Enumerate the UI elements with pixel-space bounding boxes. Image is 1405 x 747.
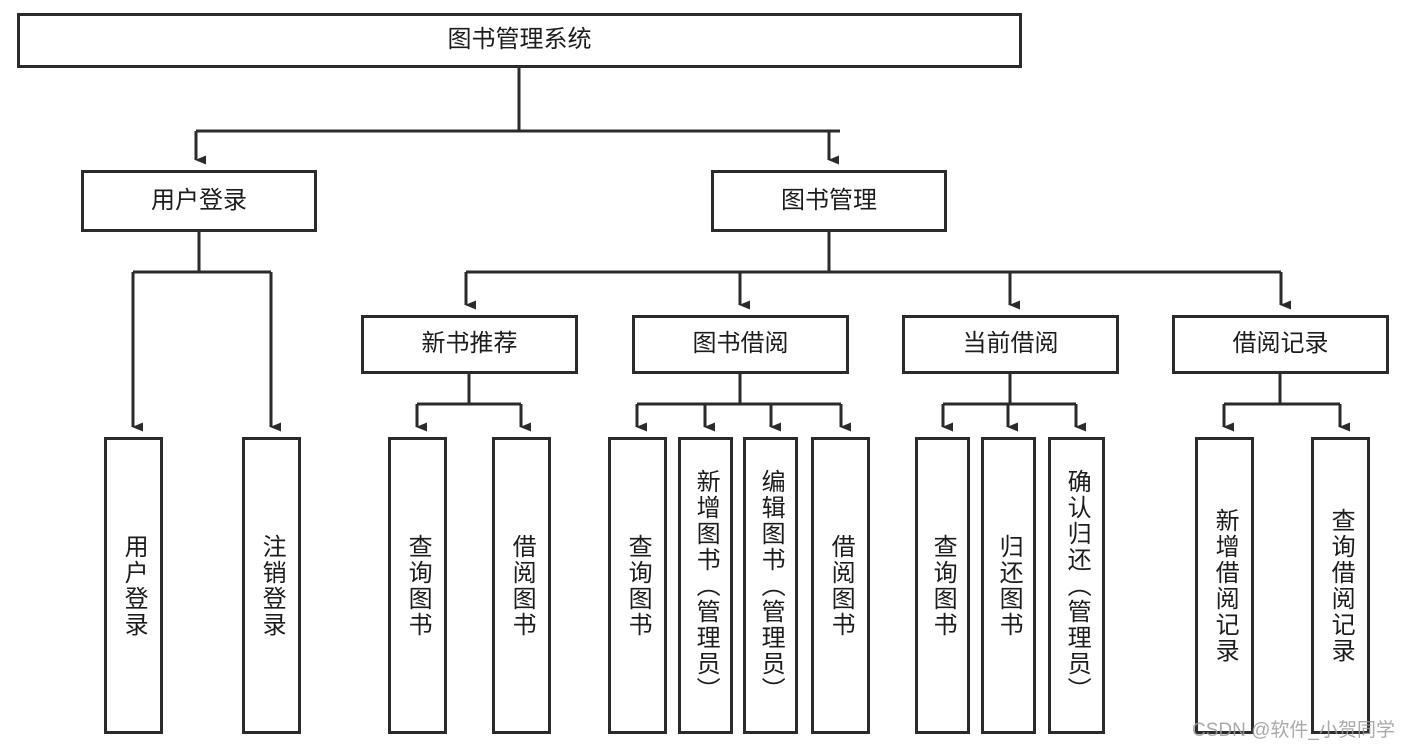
node-label: 图书管理系统	[447, 26, 592, 54]
leaf-current-query-book[interactable]: 查询图书	[915, 437, 970, 734]
node-label: 查询图书	[404, 533, 432, 638]
node-book-management[interactable]: 图书管理	[711, 170, 947, 232]
node-current-borrow[interactable]: 当前借阅	[902, 315, 1119, 374]
node-label: 确认归还（管理员）	[1063, 468, 1091, 703]
node-label: 用户登录	[151, 186, 247, 214]
node-label: 查询图书	[624, 533, 652, 638]
leaf-record-add[interactable]: 新增借阅记录	[1195, 437, 1254, 734]
node-label: 注销登录	[258, 533, 286, 638]
node-label: 当前借阅	[962, 330, 1059, 358]
node-label: 借阅图书	[508, 533, 536, 638]
leaf-new-book-borrow[interactable]: 借阅图书	[492, 437, 551, 734]
node-new-book-recommend[interactable]: 新书推荐	[361, 315, 578, 374]
leaf-current-confirm-return[interactable]: 确认归还（管理员）	[1048, 437, 1105, 734]
node-label: 借阅图书	[827, 533, 855, 638]
node-label: 编辑图书（管理员）	[757, 468, 785, 703]
node-root-system[interactable]: 图书管理系统	[17, 13, 1022, 68]
leaf-record-query[interactable]: 查询借阅记录	[1311, 437, 1370, 734]
node-label: 借阅记录	[1232, 330, 1329, 358]
node-user-login[interactable]: 用户登录	[81, 170, 317, 232]
node-book-borrow[interactable]: 图书借阅	[632, 315, 849, 374]
node-label: 查询借阅记录	[1327, 507, 1355, 664]
node-borrow-record[interactable]: 借阅记录	[1172, 315, 1389, 374]
leaf-borrow-query-book[interactable]: 查询图书	[608, 437, 667, 734]
node-label: 新增图书（管理员）	[692, 468, 720, 703]
leaf-user-login-logout[interactable]: 注销登录	[242, 437, 301, 734]
leaf-borrow-borrow-book[interactable]: 借阅图书	[811, 437, 870, 734]
csdn-watermark: CSDN @软件_小贺同学	[1192, 720, 1395, 741]
node-label: 图书管理	[781, 186, 877, 214]
node-label: 新书推荐	[421, 330, 518, 358]
node-label: 查询图书	[929, 533, 957, 638]
node-label: 用户登录	[120, 533, 148, 638]
node-label: 归还图书	[995, 533, 1023, 638]
node-label: 图书借阅	[692, 330, 789, 358]
leaf-borrow-edit-book[interactable]: 编辑图书（管理员）	[743, 437, 798, 734]
node-label: 新增借阅记录	[1211, 507, 1239, 664]
leaf-new-book-query[interactable]: 查询图书	[388, 437, 447, 734]
leaf-current-return-book[interactable]: 归还图书	[981, 437, 1036, 734]
leaf-borrow-add-book[interactable]: 新增图书（管理员）	[678, 437, 733, 734]
leaf-user-login-login[interactable]: 用户登录	[104, 437, 163, 734]
